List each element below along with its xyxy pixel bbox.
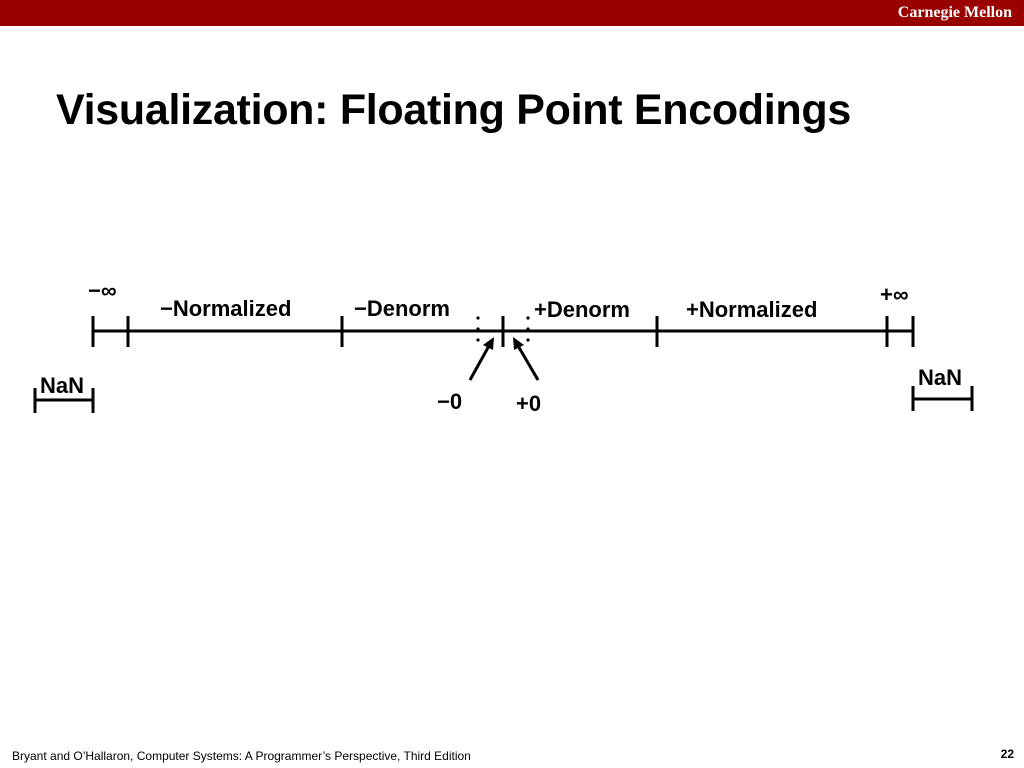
footer-citation: Bryant and O’Hallaron, Computer Systems:… <box>12 749 471 763</box>
gap-dots-left <box>476 316 480 320</box>
neg-normalized-label: −Normalized <box>160 296 292 321</box>
neg-zero-label: −0 <box>437 389 463 414</box>
neg-zero-arrow <box>468 343 492 381</box>
pos-denorm-label: +Denorm <box>534 297 630 322</box>
header-bar: Carnegie Mellon <box>0 0 1024 26</box>
gap-dots-right <box>526 316 530 320</box>
nan-right-label: NaN <box>918 365 963 390</box>
neg-denorm-label: −Denorm <box>354 296 450 321</box>
slide-title: Visualization: Floating Point Encodings <box>56 86 851 134</box>
brand-label: Carnegie Mellon <box>897 4 1012 21</box>
page-number: 22 <box>1000 747 1014 761</box>
pos-infinity-label: +∞ <box>880 282 909 307</box>
pos-normalized-label: +Normalized <box>686 297 818 322</box>
nan-left-label: NaN <box>40 373 85 398</box>
pos-zero-label: +0 <box>516 391 542 416</box>
neg-infinity-label: −∞ <box>88 278 117 303</box>
pos-zero-arrow <box>515 343 540 381</box>
